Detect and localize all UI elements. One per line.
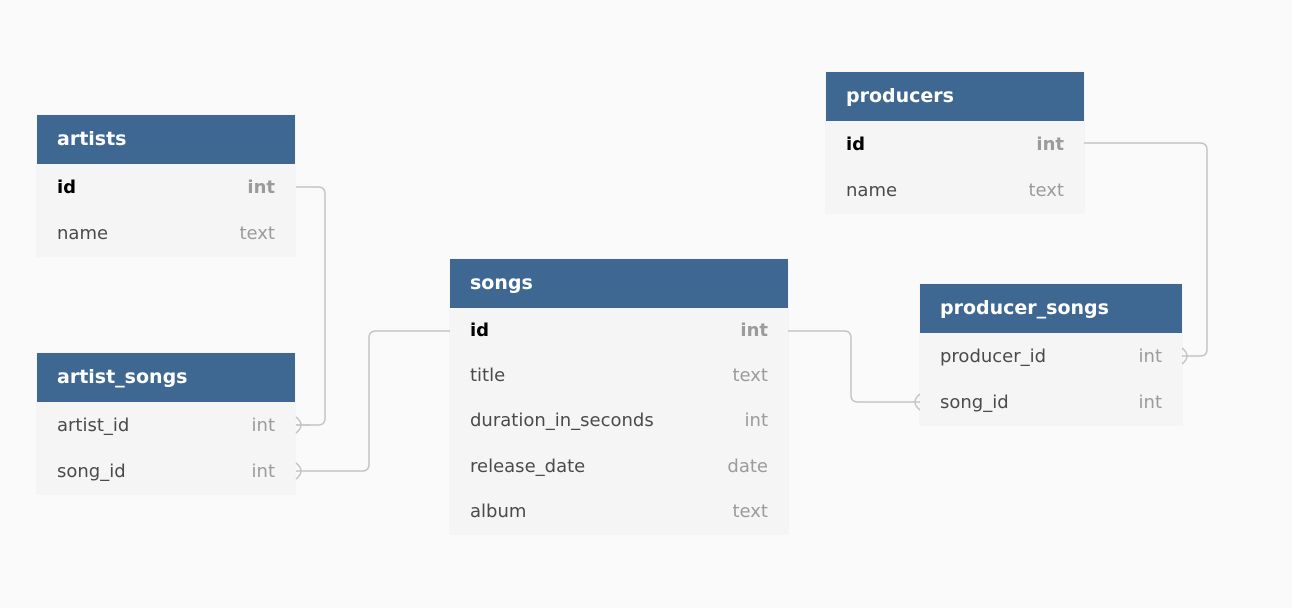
column-type: text [732,365,768,387]
column-name: name [57,222,109,244]
table-row[interactable]: duration_in_seconds int [450,398,788,443]
table-title[interactable]: producer_songs [920,284,1182,333]
column-type: text [732,500,768,522]
table-title[interactable]: artists [37,115,295,164]
column-type: int [251,414,275,436]
column-name: duration_in_seconds [470,410,654,432]
column-type: int [1036,133,1064,155]
column-name: name [846,179,898,201]
column-type: int [247,176,275,198]
column-name: song_id [57,460,126,482]
table-songs[interactable]: songs id int title text duration_in_seco… [450,259,788,534]
column-name: id [846,133,866,155]
column-type: int [1138,391,1162,413]
crowfoot-many-icon [1181,347,1188,365]
table-title[interactable]: songs [450,259,788,308]
column-type: int [251,460,275,482]
connector-songs-artist_songs [295,330,450,480]
table-row[interactable]: id int [37,164,295,210]
column-name: album [470,500,527,522]
table-title[interactable]: producers [826,72,1084,121]
table-row[interactable]: album text [450,489,788,534]
table-row[interactable]: id int [826,121,1084,167]
table-row[interactable]: name text [37,210,295,256]
column-name: song_id [940,391,1009,413]
column-type: text [239,222,275,244]
table-producer-songs[interactable]: producer_songs producer_id int song_id i… [920,284,1182,425]
connector-artists-artist_songs [295,186,326,434]
table-artist-songs[interactable]: artist_songs artist_id int song_id int [37,353,295,494]
table-row[interactable]: artist_id int [37,402,295,448]
column-name: id [470,320,490,342]
crowfoot-many-icon [295,462,302,480]
table-row[interactable]: song_id int [37,448,295,494]
column-name: producer_id [940,345,1047,367]
column-name: title [470,365,506,387]
table-row[interactable]: release_date date [450,444,788,489]
table-producers[interactable]: producers id int name text [826,72,1084,213]
column-name: id [57,176,77,198]
table-row[interactable]: id int [450,308,788,353]
crowfoot-many-icon [295,416,311,434]
connector-songs-producer_songs [788,330,921,411]
column-name: artist_id [57,414,130,436]
column-type: int [744,410,768,432]
column-type: date [727,455,768,477]
table-row[interactable]: title text [450,353,788,398]
table-row[interactable]: song_id int [920,379,1182,425]
table-artists[interactable]: artists id int name text [37,115,295,256]
column-name: release_date [470,455,586,477]
table-row[interactable]: name text [826,167,1084,213]
table-row[interactable]: producer_id int [920,333,1182,379]
column-type: int [740,320,768,342]
column-type: int [1138,345,1162,367]
table-title[interactable]: artist_songs [37,353,295,402]
column-type: text [1028,179,1064,201]
